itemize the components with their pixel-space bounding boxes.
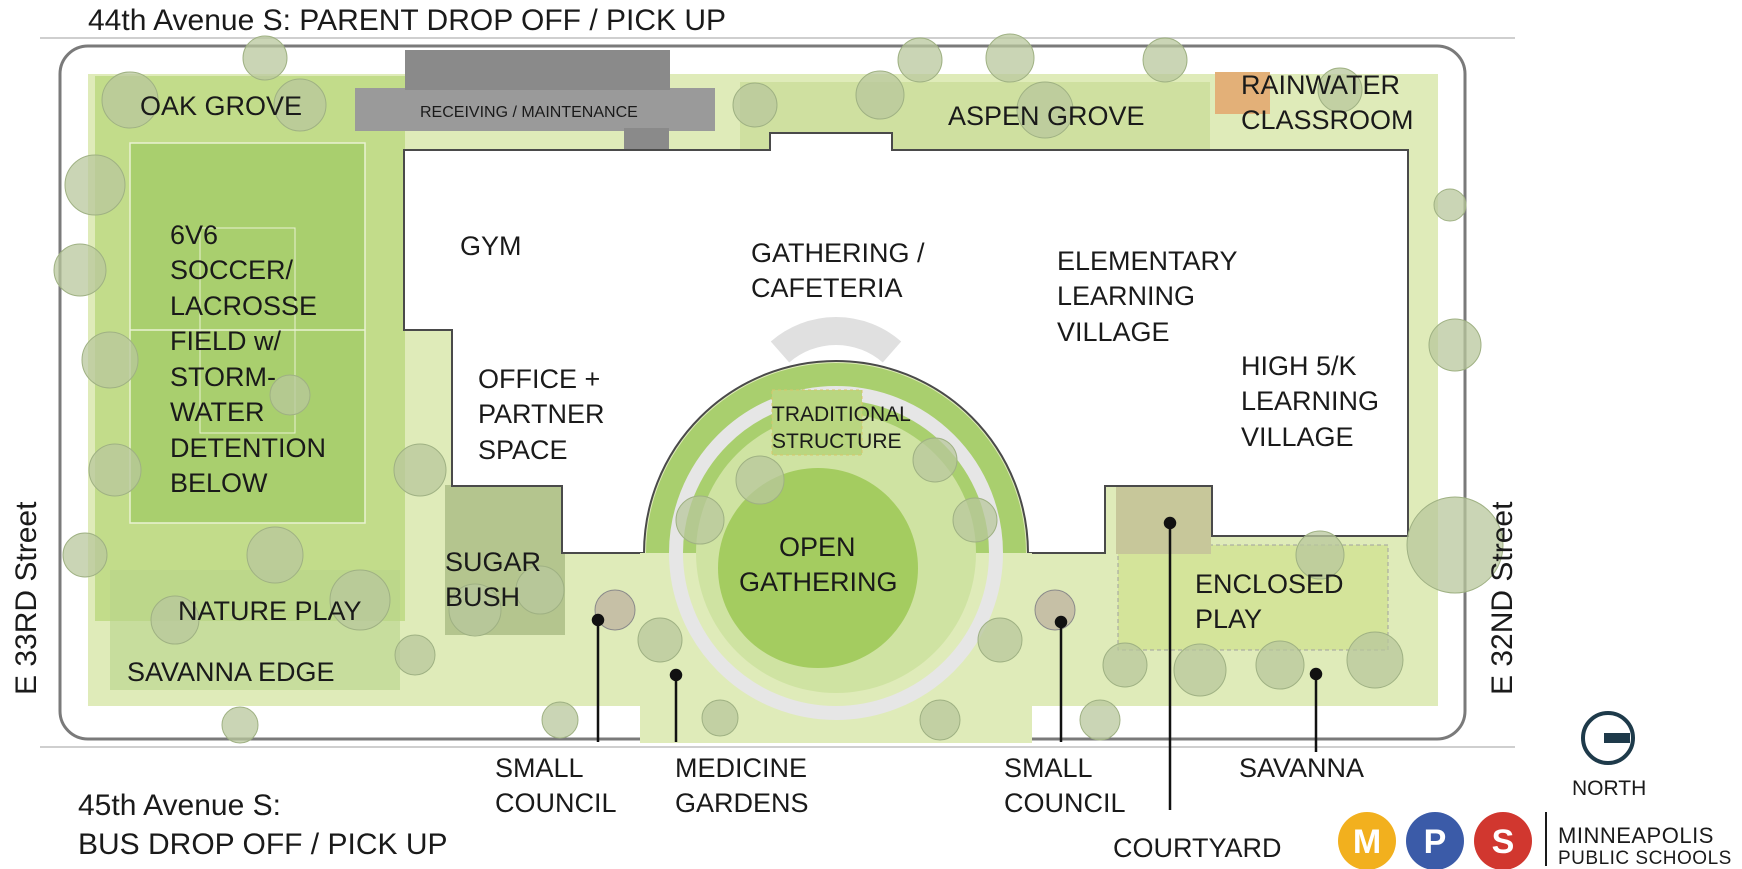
sugar-bush-label-2: BUSH [445,582,520,612]
field-label-line: STORM- [170,362,276,392]
small-council-1-label-1: SMALL [495,753,584,783]
traditional-label-1: TRADITIONAL [772,403,911,426]
oak-grove-label: OAK GROVE [140,91,302,121]
field-label-line: LACROSSE [170,291,317,321]
logo-p-letter: P [1424,823,1447,861]
logo-p-circle [1406,812,1464,869]
west-street-label: E 33RD Street [10,501,43,695]
open-gathering-label-2: GATHERING [739,567,898,597]
field-label-line: FIELD w/ [170,326,282,356]
office-label-1: OFFICE + [478,364,600,394]
open-gathering-label-1: OPEN [779,532,856,562]
field-label: 6V6 SOCCER/ LACROSSE FIELD w/ STORM- WAT… [170,220,326,498]
aspen-grove-label: ASPEN GROVE [948,101,1145,131]
high5k-label-2: LEARNING [1241,386,1379,416]
courtyard-label: COURTYARD [1113,833,1282,863]
south-street-label-1: 45th Avenue S: [78,789,281,822]
north-arrow-icon [1581,711,1635,765]
elementary-label-3: VILLAGE [1057,317,1170,347]
open-gathering-circle [718,468,918,668]
office-label-2: PARTNER [478,399,605,429]
school-building [403,132,1409,554]
small-council-2-label-2: COUNCIL [1004,788,1126,818]
field-label-line: BELOW [170,468,268,498]
small-council-1-label-2: COUNCIL [495,788,617,818]
tree-canopy [53,33,1504,744]
soccer-field [129,142,366,524]
savanna-label: SAVANNA [1239,753,1364,783]
courtyard-area [1116,486,1211,554]
logo-m-letter: M [1353,823,1381,861]
high5k-label-1: HIGH 5/K [1241,351,1357,381]
small-council-west [594,589,636,631]
medicine-label-2: GARDENS [675,788,809,818]
field-label-line: SOCCER/ [170,255,294,285]
nature-play-label: NATURE PLAY [178,596,362,626]
field-box [199,227,296,434]
callout-leaders [591,516,1323,810]
rainwater-label-2: CLASSROOM [1241,105,1414,135]
field-label-line: WATER [170,397,265,427]
field-label-line: 6V6 [170,220,218,250]
gathering-label-2: CAFETERIA [751,273,903,303]
medicine-label-1: MEDICINE [675,753,807,783]
small-council-east [1034,589,1076,631]
gathering-label-1: GATHERING / [751,238,925,268]
sugar-bush-label-1: SUGAR [445,547,541,577]
field-label-line: DETENTION [170,433,326,463]
mps-logo: M P S MINNEAPOLIS PUBLIC SCHOOLS [1338,812,1732,869]
high5k-label-3: VILLAGE [1241,422,1354,452]
logo-text-1: MINNEAPOLIS [1558,823,1714,848]
elementary-label-1: ELEMENTARY [1057,246,1238,276]
small-council-2-label-1: SMALL [1004,753,1093,783]
rainwater-classroom-area [1215,72,1270,114]
gym-label: GYM [460,231,522,261]
receiving-dock [405,50,670,90]
logo-s-letter: S [1492,823,1515,861]
logo-text-2: PUBLIC SCHOOLS [1558,848,1732,869]
traditional-structure-area [771,389,863,456]
north-street-label: 44th Avenue S: PARENT DROP OFF / PICK UP [88,4,726,37]
logo-m-circle [1338,812,1396,869]
rainwater-label-1: RAINWATER [1241,70,1400,100]
enclosed-play-label-2: PLAY [1195,604,1262,634]
savanna-edge-label: SAVANNA EDGE [127,657,335,687]
traditional-label-2: STRUCTURE [772,430,902,453]
enclosed-play-label-1: ENCLOSED [1195,569,1344,599]
elementary-label-2: LEARNING [1057,281,1195,311]
south-street-label-2: BUS DROP OFF / PICK UP [78,828,448,861]
east-street-label: E 32ND Street [1486,501,1519,695]
receiving-area [355,88,715,131]
north-label: NORTH [1572,777,1646,800]
courtyard-entry [770,316,902,363]
office-label-3: SPACE [478,435,568,465]
receiving-label: RECEIVING / MAINTENANCE [420,104,638,121]
logo-s-circle [1474,812,1532,869]
